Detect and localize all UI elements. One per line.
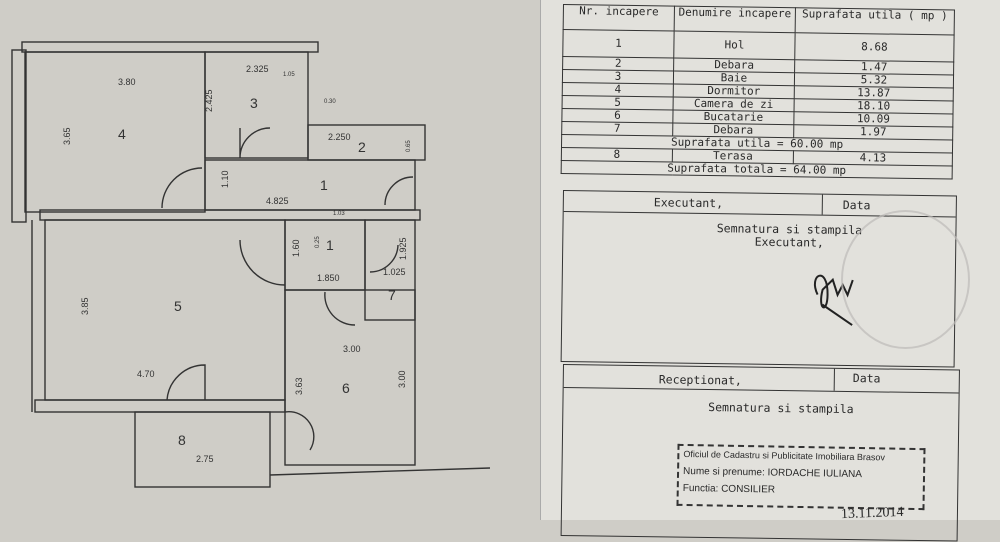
cell-nr: 1: [562, 29, 675, 59]
dim: 4.70: [137, 369, 155, 379]
room-number: 4: [118, 126, 126, 142]
room-number: 2: [358, 139, 366, 155]
receptionat-sign-label: Semnatura si stampila: [708, 400, 854, 417]
dim: 3.00: [343, 344, 361, 354]
cell-area: 8.68: [794, 32, 955, 62]
dim: 0.30: [324, 99, 336, 105]
dim: 0.25: [315, 236, 321, 248]
executant-date-label: Data: [821, 194, 871, 216]
dim: 1.03: [333, 211, 345, 217]
room-number: 5: [174, 298, 182, 314]
plan-walls: [11, 41, 491, 488]
floor-plan: 3.80 2.325 1.05 0.30 2.425 3.65 2.250 0.…: [11, 41, 491, 488]
dim: 1.925: [398, 237, 408, 260]
dim: 2.75: [196, 454, 214, 464]
header-nr: Nr. incapere: [563, 4, 675, 32]
room-numbers: 1 1 2 3 4 5 6 7 8: [118, 95, 396, 448]
room-number: 3: [250, 95, 258, 111]
plan-dimensions: 3.80 2.325 1.05 0.30 2.425 3.65 2.250 0.…: [62, 64, 412, 464]
dim: 3.63: [294, 377, 304, 395]
dim: 4.825: [266, 196, 289, 206]
signature-icon: [813, 274, 854, 326]
round-stamp-icon: [841, 210, 970, 349]
dim: 2.250: [328, 132, 351, 142]
receptionat-label: Receptionat,: [658, 372, 742, 388]
dim: 1.10: [220, 170, 230, 188]
room-number: 1: [320, 177, 328, 193]
dim: 1.025: [383, 267, 406, 277]
dim: 0.65: [406, 140, 412, 152]
executant-section: Executant, Data Semnatura si stampila Ex…: [560, 190, 957, 368]
dim: 3.65: [62, 127, 72, 145]
cell-name: Hol: [673, 31, 796, 60]
dim: 3.85: [80, 297, 90, 315]
stamp-date: 13.11.2014: [840, 504, 904, 523]
header-name: Denumire incapere: [674, 6, 796, 33]
room-area-table: Nr. incapere Denumire incapere Suprafata…: [561, 4, 955, 179]
stamp-line: Functia: CONSILIER: [682, 482, 776, 496]
room-number: 1: [326, 237, 334, 253]
cadastre-stamp: Oficiul de Cadastru si Publicitate Imobi…: [676, 443, 926, 511]
dim: 3.80: [118, 77, 136, 87]
dim: 2.425: [204, 89, 214, 112]
room-number: 6: [342, 380, 350, 396]
dim: 1.850: [317, 273, 340, 283]
dim: 1.05: [283, 72, 295, 78]
dim: 2.325: [246, 64, 269, 74]
receptionat-date-label: Data: [833, 368, 881, 392]
header-area: Suprafata utila ( mp ): [795, 7, 955, 35]
dim: 3.00: [397, 370, 407, 388]
dim: 1.60: [291, 239, 301, 257]
executant-label: Executant,: [653, 195, 724, 211]
document-page: Nr. incapere Denumire incapere Suprafata…: [540, 0, 1000, 542]
room-number: 8: [178, 432, 186, 448]
room-number: 7: [388, 287, 396, 303]
